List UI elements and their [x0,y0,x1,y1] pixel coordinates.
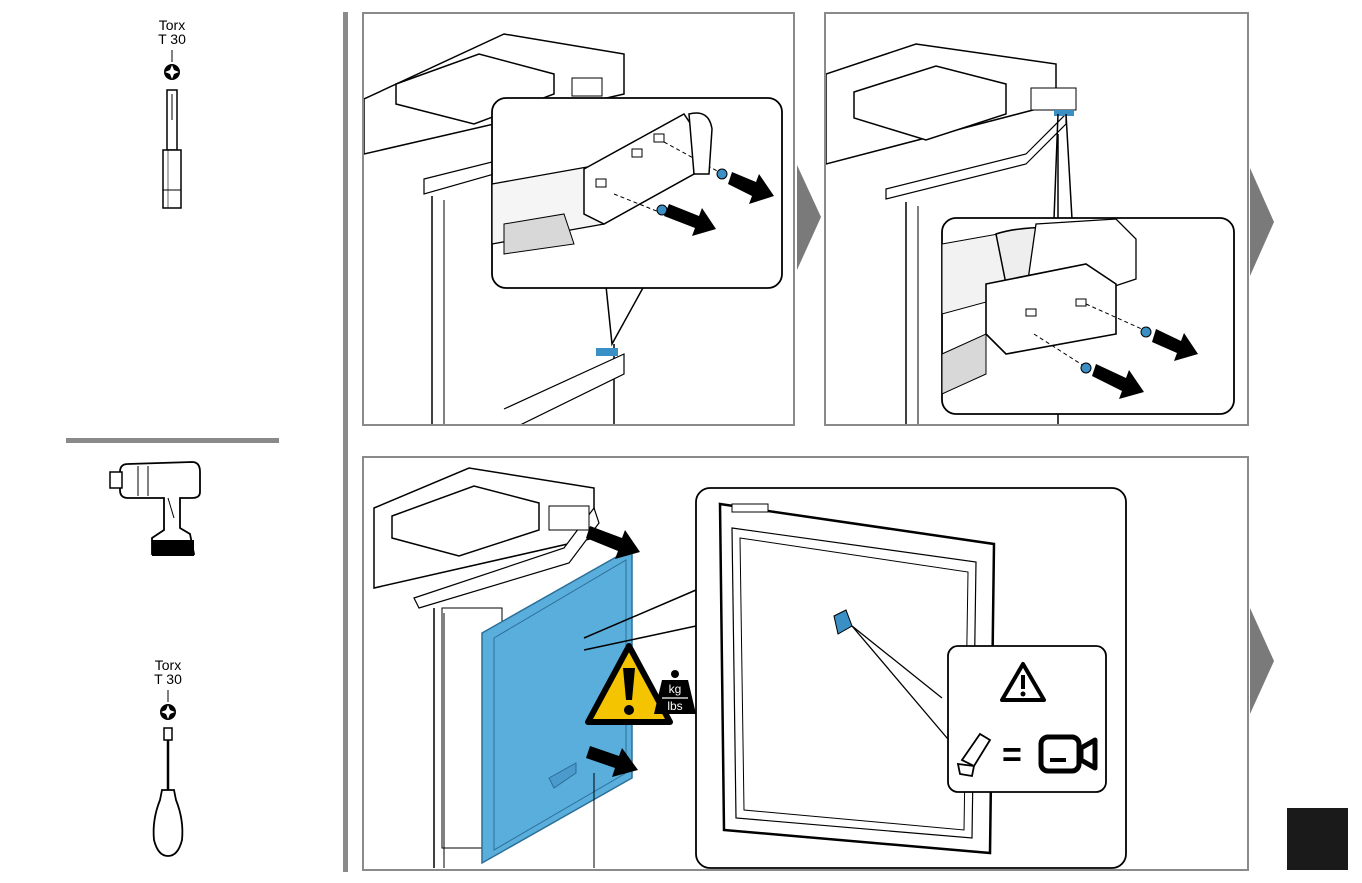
torx-bit-icon [150,50,194,215]
tool-label-line2: T 30 [138,672,198,686]
camera-icon [1038,734,1098,774]
tool-label-torx-bottom: Torx T 30 [138,658,198,686]
screw-icon [1141,327,1151,337]
cordless-drill-icon [108,458,213,563]
screwdriver-icon [146,690,190,860]
warning-triangle-small-icon [998,660,1048,704]
tool-label-torx-top: Torx T 30 [142,18,202,46]
camera-bracket-icon [954,730,994,778]
step-panel-3 [362,456,1249,871]
tool-label-line2: T 30 [142,32,202,46]
tool-label-line1: Torx [138,658,198,672]
page-tab-block [1287,808,1348,870]
column-divider [343,12,348,872]
next-step-arrow-icon [797,165,821,270]
weight-unit-kg: kg [652,682,698,696]
next-step-arrow-icon [1250,608,1274,714]
weight-icon: kg lbs [652,668,698,716]
legend-equals: = [1002,738,1022,772]
step-panel-2 [824,12,1249,426]
screw-icon [1081,363,1091,373]
screw-icon [717,169,727,179]
step-panel-1 [362,12,795,426]
tool-separator [66,438,279,443]
next-step-arrow-icon [1250,168,1274,276]
tool-label-line1: Torx [142,18,202,32]
weight-unit-lbs: lbs [652,699,698,713]
